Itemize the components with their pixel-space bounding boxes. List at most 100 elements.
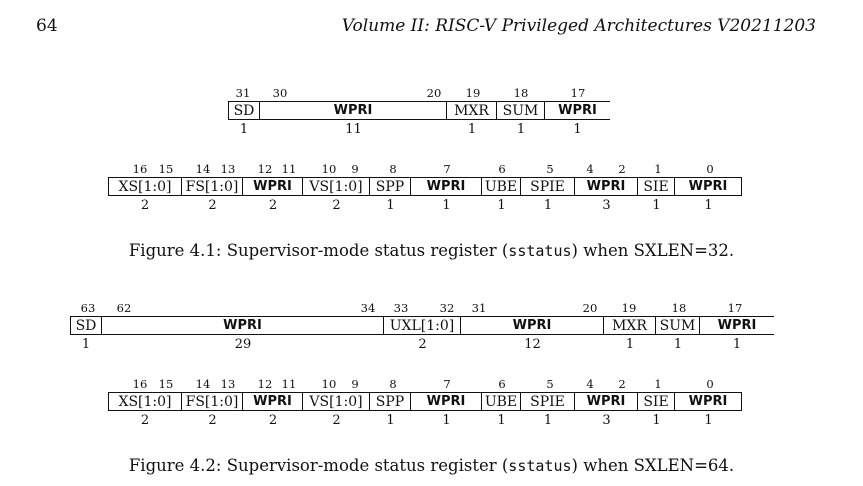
field-width-label: 1 xyxy=(516,122,526,137)
running-title: Volume II: RISC-V Privileged Architectur… xyxy=(341,16,816,36)
bit-index-label: 13 xyxy=(220,162,236,176)
bit-index-label: 17 xyxy=(727,301,743,315)
field-width-label: 11 xyxy=(345,122,362,137)
bit-index-label: 0 xyxy=(706,162,714,176)
bit-index-label: 33 xyxy=(393,301,409,315)
register-field: SPIE xyxy=(521,177,575,196)
register-field: UBE xyxy=(482,177,521,196)
bit-index-label: 16 xyxy=(132,162,148,176)
bit-index-label: 5 xyxy=(546,377,554,391)
register-field: UXL[1:0] xyxy=(384,316,461,335)
register-field: MXR xyxy=(604,316,656,335)
register-field: WPRI xyxy=(575,177,638,196)
bit-index-label: 34 xyxy=(360,301,376,315)
field-width-label: 2 xyxy=(332,413,341,428)
bit-index-label: 12 xyxy=(257,377,273,391)
register-field: FS[1:0] xyxy=(182,392,243,411)
figure-caption: Figure 4.1: Supervisor-mode status regis… xyxy=(128,241,735,260)
register-field: WPRI xyxy=(411,392,482,411)
field-width-label: 2 xyxy=(268,198,278,213)
register-field: SUM xyxy=(656,316,700,335)
bit-index-label: 12 xyxy=(257,162,273,176)
register-field: WPRI xyxy=(102,316,384,335)
field-width-label: 2 xyxy=(268,413,278,428)
register-field: WPRI xyxy=(675,392,742,411)
bit-index-label: 19 xyxy=(621,301,637,315)
field-width-label: 1 xyxy=(652,198,661,213)
field-width-label: 1 xyxy=(497,198,506,213)
field-width-label: 3 xyxy=(602,413,611,428)
bit-index-label: 17 xyxy=(570,86,586,100)
register-field: SPP xyxy=(370,177,411,196)
bit-index-label: 20 xyxy=(426,86,442,100)
bit-index-label: 16 xyxy=(132,377,148,391)
field-width-label: 2 xyxy=(418,337,427,352)
register-field: VS[1:0] xyxy=(303,392,370,411)
field-width-label: 1 xyxy=(386,198,395,213)
bit-index-label: 7 xyxy=(443,377,451,391)
bit-index-label: 62 xyxy=(116,301,132,315)
register-field: FS[1:0] xyxy=(182,177,243,196)
field-width-label: 12 xyxy=(524,337,541,352)
bit-index-label: 10 xyxy=(321,162,337,176)
register-field: WPRI xyxy=(575,392,638,411)
field-width-label: 3 xyxy=(602,198,611,213)
field-width-label: 1 xyxy=(442,413,451,428)
bit-index-label: 31 xyxy=(235,86,251,100)
bit-index-label: 9 xyxy=(351,162,359,176)
field-width-label: 1 xyxy=(543,413,553,428)
bit-index-label: 6 xyxy=(498,377,506,391)
bit-index-label: 14 xyxy=(195,377,211,391)
register-field: WPRI xyxy=(260,101,447,120)
bit-index-label: 14 xyxy=(195,162,211,176)
register-field: MXR xyxy=(447,101,497,120)
field-width-label: 2 xyxy=(208,198,217,213)
register-field: SIE xyxy=(638,392,675,411)
bit-index-label: 19 xyxy=(465,86,481,100)
bit-index-label: 1 xyxy=(654,162,662,176)
field-width-label: 1 xyxy=(543,198,553,213)
register-field: SD xyxy=(70,316,102,335)
register-field: SD xyxy=(228,101,260,120)
bit-index-label: 31 xyxy=(471,301,487,315)
bit-index-label: 32 xyxy=(439,301,455,315)
bit-index-label: 5 xyxy=(546,162,554,176)
field-width-label: 2 xyxy=(332,198,341,213)
field-width-label: 1 xyxy=(704,198,713,213)
bit-index-label: 2 xyxy=(618,162,626,176)
bit-index-label: 18 xyxy=(513,86,529,100)
field-width-label: 2 xyxy=(208,413,217,428)
register-field: XS[1:0] xyxy=(108,177,182,196)
field-width-label: 1 xyxy=(497,413,506,428)
field-width-label: 1 xyxy=(467,122,477,137)
field-width-label: 1 xyxy=(386,413,395,428)
register-field: SIE xyxy=(638,177,675,196)
field-width-label: 1 xyxy=(239,122,249,137)
register-field: VS[1:0] xyxy=(303,177,370,196)
register-field: SUM xyxy=(497,101,545,120)
bit-index-label: 20 xyxy=(582,301,598,315)
register-field: SPP xyxy=(370,392,411,411)
register-field: WPRI xyxy=(243,392,303,411)
register-field: WPRI xyxy=(411,177,482,196)
register-field: WPRI xyxy=(461,316,604,335)
field-width-label: 1 xyxy=(81,337,91,352)
bit-index-label: 15 xyxy=(158,377,174,391)
field-width-label: 2 xyxy=(140,413,150,428)
bit-index-label: 4 xyxy=(586,162,594,176)
page-number: 64 xyxy=(36,16,58,36)
bit-index-label: 18 xyxy=(671,301,687,315)
field-width-label: 1 xyxy=(732,337,742,352)
register-field: UBE xyxy=(482,392,521,411)
